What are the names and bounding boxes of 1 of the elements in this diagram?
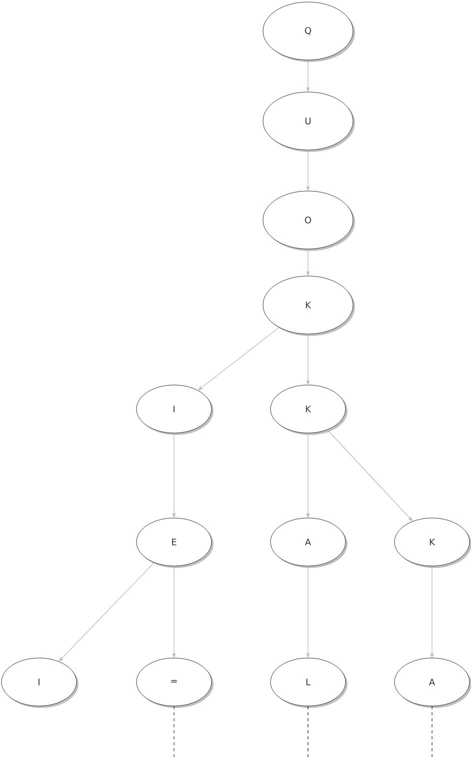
arrow <box>198 327 280 390</box>
